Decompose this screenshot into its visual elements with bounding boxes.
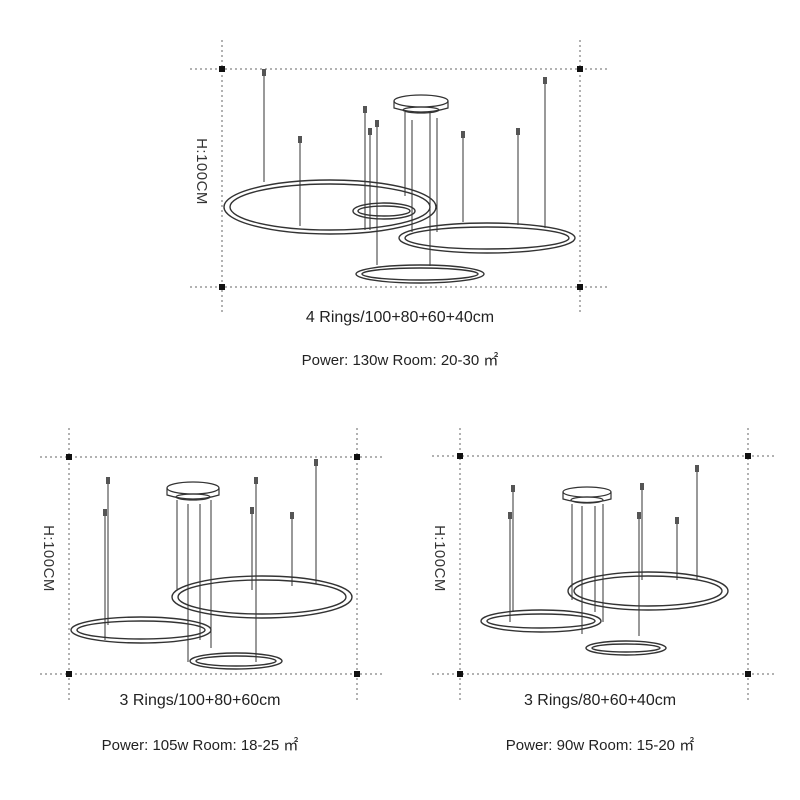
suspension-wires bbox=[104, 462, 317, 662]
wire-clips bbox=[508, 465, 699, 524]
ring-60cm bbox=[480, 609, 602, 633]
wire-clips bbox=[262, 69, 547, 143]
height-label: H:100CM bbox=[192, 138, 210, 205]
rings-caption: 4 Rings/100+80+60+40cm bbox=[305, 309, 495, 326]
power-room-text: Power: 90w Room: 15-20 ㎡ bbox=[505, 737, 695, 754]
ring-40cm bbox=[352, 202, 416, 220]
suspension-wires bbox=[263, 72, 546, 266]
dimension-markers bbox=[66, 454, 360, 677]
ceiling-canopy bbox=[562, 486, 612, 504]
ring-40cm bbox=[585, 640, 667, 656]
chandelier-3-rings-small-diagram bbox=[432, 428, 775, 700]
wire-clips bbox=[103, 459, 318, 519]
dimension-guides bbox=[432, 428, 775, 700]
rings bbox=[70, 575, 353, 670]
power-room-text: Power: 130w Room: 20-30 ㎡ bbox=[301, 352, 499, 369]
ceiling-canopy bbox=[166, 481, 220, 501]
dimension-guides bbox=[40, 428, 385, 700]
product-4-rings: H:100CM 4 Rings/100+80+60+40cm Power: 13… bbox=[190, 40, 610, 369]
dimension-markers bbox=[457, 453, 751, 677]
height-label: H:100CM bbox=[430, 525, 448, 592]
ceiling-canopy bbox=[393, 94, 449, 114]
ring-100cm bbox=[223, 179, 437, 235]
product-3-rings-small: H:100CM 3 Rings/80+60+40cm Power: 90w Ro… bbox=[400, 400, 800, 800]
chandelier-3-rings-large-diagram bbox=[40, 428, 385, 700]
ring-60cm bbox=[189, 652, 283, 670]
height-label: H:100CM bbox=[39, 525, 57, 592]
ring-80cm bbox=[398, 222, 576, 254]
ring-60cm bbox=[355, 264, 485, 284]
product-3-rings-large: H:100CM 3 Rings/100+80+60cm Power: 105w … bbox=[0, 400, 400, 800]
suspension-wires bbox=[509, 468, 698, 636]
rings bbox=[480, 571, 729, 656]
dimension-markers bbox=[219, 66, 583, 290]
ring-80cm bbox=[70, 616, 212, 644]
rings-caption: 3 Rings/80+60+40cm bbox=[523, 692, 677, 709]
rings-caption: 3 Rings/100+80+60cm bbox=[119, 692, 281, 709]
power-room-text: Power: 105w Room: 18-25 ㎡ bbox=[101, 737, 299, 754]
dimension-guides bbox=[190, 40, 610, 312]
ring-100cm bbox=[171, 575, 353, 619]
chandelier-4-rings-diagram bbox=[190, 40, 610, 312]
ring-80cm bbox=[567, 571, 729, 611]
rings bbox=[223, 179, 576, 284]
